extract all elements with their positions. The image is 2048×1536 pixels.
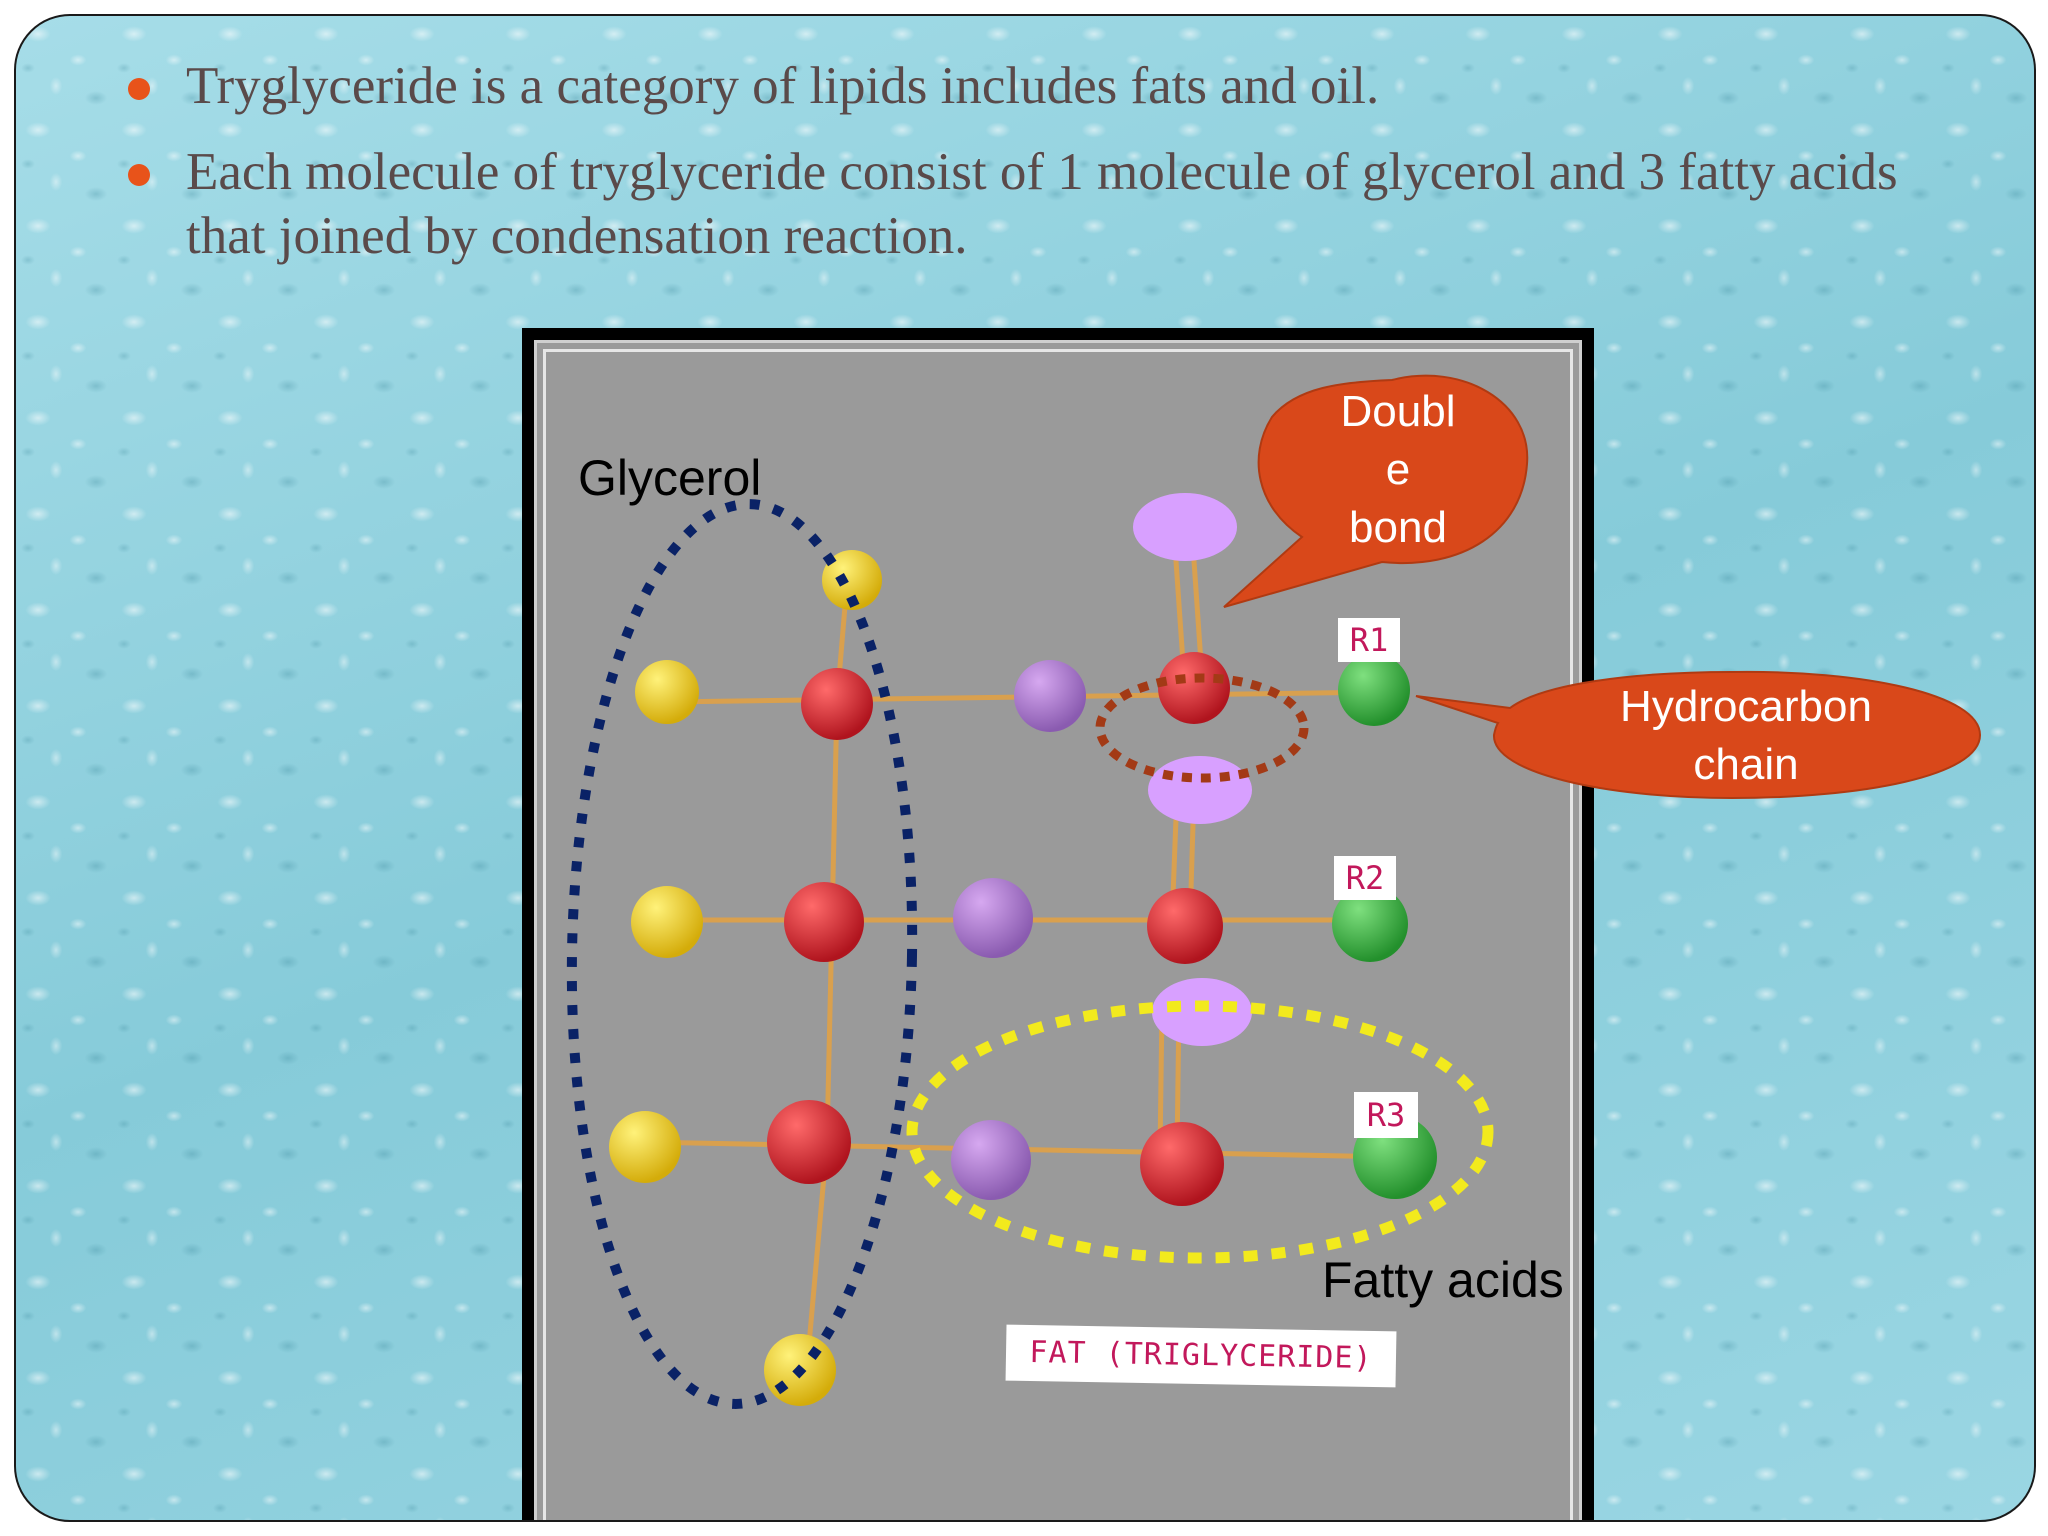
r3-card: R3 bbox=[1354, 1092, 1418, 1138]
bullet-dot-icon bbox=[128, 164, 150, 186]
r2-card: R2 bbox=[1334, 856, 1396, 900]
glycerol-outline bbox=[566, 499, 918, 1409]
double-bond-outline bbox=[1095, 673, 1309, 783]
double-bond-callout bbox=[1223, 374, 1529, 608]
oxygen-ball bbox=[1014, 660, 1086, 732]
bullet-text: Each molecule of tryglyceride consist of… bbox=[186, 143, 1898, 265]
hydrogen-ball bbox=[631, 886, 703, 958]
model-title-card: FAT (TRIGLYCERIDE) bbox=[1005, 1324, 1397, 1388]
oxygen-atoms bbox=[951, 660, 1086, 1200]
fatty-acids-label: Fatty acids bbox=[1322, 1252, 1564, 1308]
r-group-ball bbox=[1338, 654, 1410, 726]
carbon-ball bbox=[1147, 888, 1223, 964]
triglyceride-model bbox=[566, 374, 1982, 1409]
hydrocarbon-chain-label: Hydrocarbon chain bbox=[1620, 682, 1872, 789]
slide-background: Tryglyceride is a category of lipids inc… bbox=[14, 14, 2036, 1522]
r-group-ball bbox=[1332, 886, 1408, 962]
carbon-ball bbox=[767, 1100, 851, 1184]
carbon-ball bbox=[1158, 652, 1230, 724]
double-oxygen-ball bbox=[1133, 493, 1237, 561]
carbon-ball bbox=[801, 668, 873, 740]
hydrogen-ball bbox=[822, 550, 882, 610]
bullet-item: Tryglyceride is a category of lipids inc… bbox=[116, 54, 1956, 118]
bullet-text: Tryglyceride is a category of lipids inc… bbox=[186, 57, 1380, 115]
bullet-list: Tryglyceride is a category of lipids inc… bbox=[116, 54, 1956, 290]
bond-sticks bbox=[641, 531, 1398, 1368]
double-oxygen-ball bbox=[1152, 978, 1252, 1046]
double-bond-label: Doubl e bond bbox=[1340, 387, 1456, 552]
double-oxygen-ball bbox=[1148, 756, 1252, 824]
fatty-acids-outline bbox=[906, 1000, 1494, 1264]
bullet-item: Each molecule of tryglyceride consist of… bbox=[116, 140, 1956, 268]
bullet-dot-icon bbox=[128, 78, 150, 100]
glycerol-label: Glycerol bbox=[578, 450, 762, 506]
r1-card: R1 bbox=[1338, 618, 1400, 662]
hydrocarbon-chain-callout bbox=[1415, 670, 1982, 800]
oxygen-ball bbox=[953, 878, 1033, 958]
carbon-ball bbox=[784, 882, 864, 962]
oxygen-ball bbox=[951, 1120, 1031, 1200]
hydrogen-ball bbox=[635, 660, 699, 724]
hydrogen-ball bbox=[609, 1111, 681, 1183]
carbon-atoms bbox=[767, 652, 1230, 1206]
carbon-ball bbox=[1140, 1122, 1224, 1206]
